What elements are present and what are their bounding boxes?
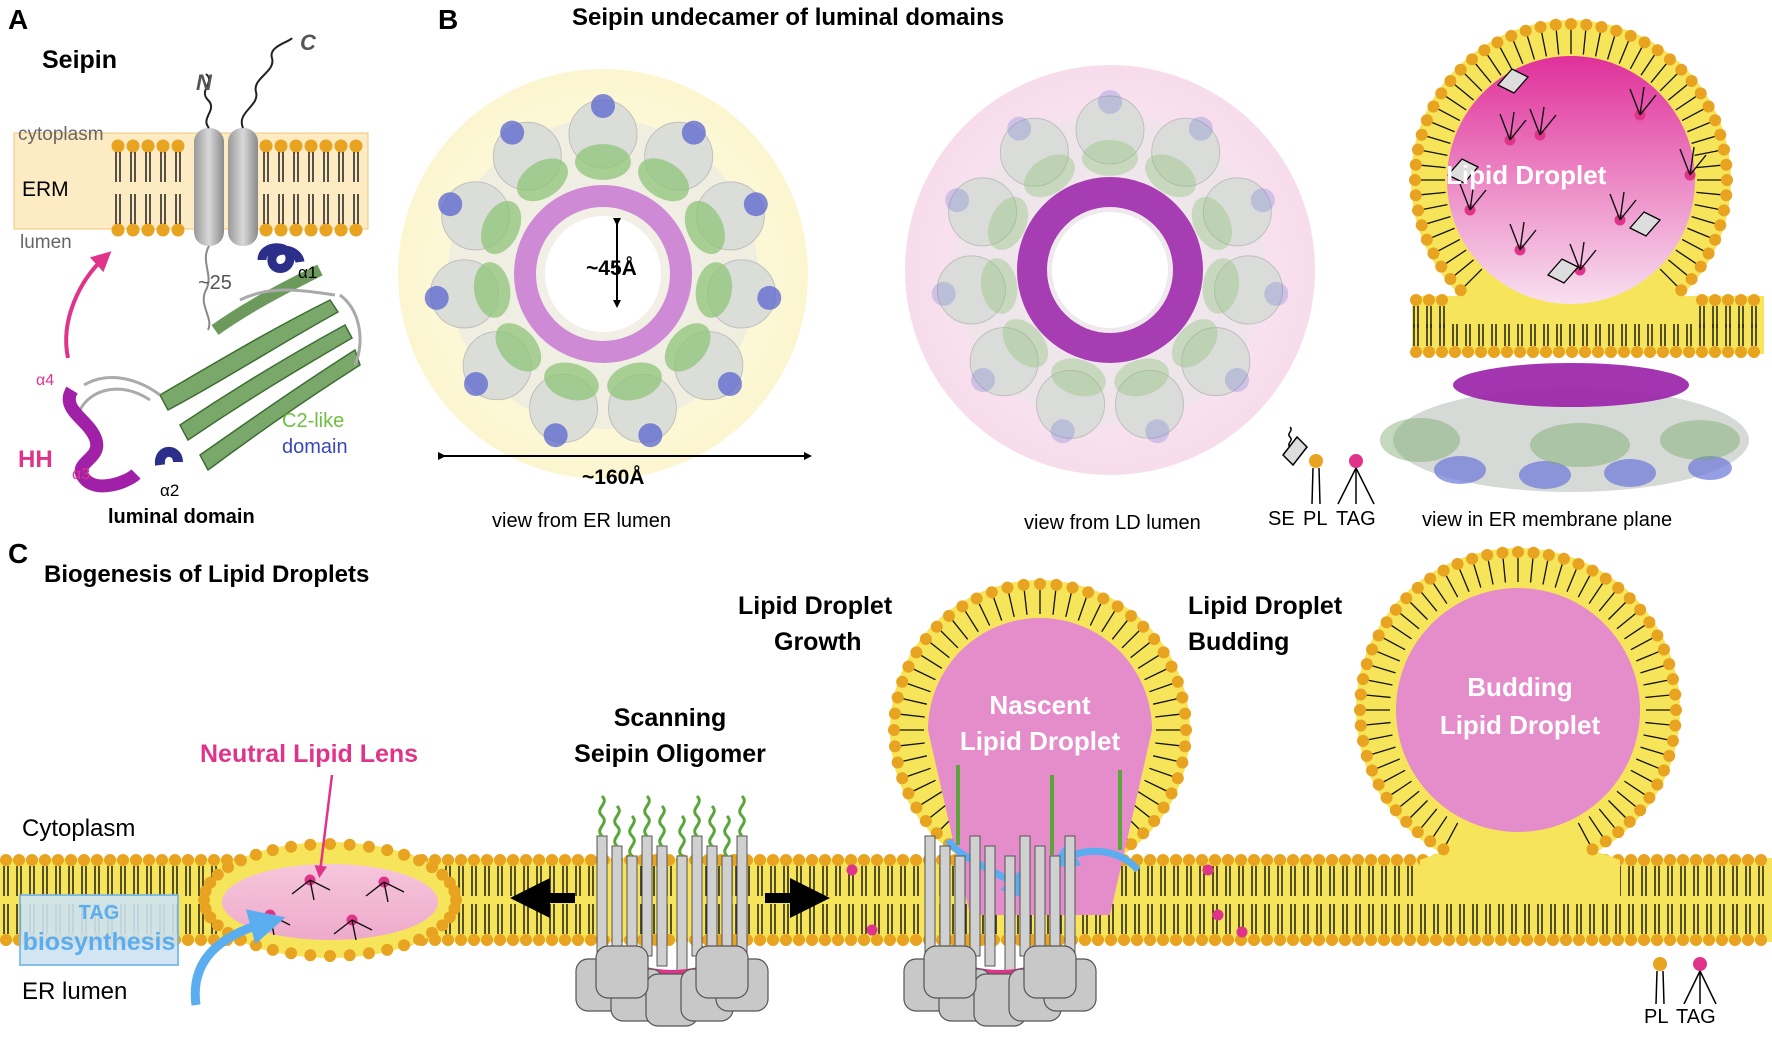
undecamer-ring-er-view <box>424 94 782 448</box>
alpha1-label: α1 <box>298 263 318 282</box>
hh-label: HH <box>18 446 53 473</box>
nascent-lipid-droplet <box>846 578 1248 938</box>
growth-seipin-oligomer <box>903 835 1097 1027</box>
panel-a-title: Seipin <box>42 46 118 74</box>
c-terminus-label: C <box>300 30 316 55</box>
hydrophobic-helix <box>62 386 141 493</box>
tm-helix-1 <box>194 128 224 246</box>
legend-tag-glyph <box>1337 454 1375 505</box>
erm-label: ERM <box>22 178 69 201</box>
n-terminal-tail <box>203 73 213 129</box>
seipin-oligomer-label: Seipin Oligomer <box>574 740 766 768</box>
n-terminus-label: N <box>196 70 212 95</box>
budding-lipid-droplet-label: Lipid Droplet <box>1439 710 1601 740</box>
panel-a-letter: A <box>8 4 29 35</box>
cytoplasm-label: cytoplasm <box>18 124 104 145</box>
panel-c-letter: C <box>8 538 29 569</box>
loop-length-label: ~25 <box>198 272 232 294</box>
legend-c-pl-label: PL <box>1644 1006 1669 1028</box>
legend-c-tag-label: TAG <box>1676 1006 1716 1028</box>
legend-c-pl-glyph <box>1653 957 1667 1005</box>
lipid-droplet-label: Lipid Droplet <box>1446 160 1607 190</box>
neutral-lipid-lens <box>198 838 462 962</box>
diameter-label: ~160Å <box>582 466 645 489</box>
panel-c-title: Biogenesis of Lipid Droplets <box>44 561 370 588</box>
view-er-lumen-label: view from ER lumen <box>492 510 671 532</box>
seipin-sideview <box>1380 363 1749 492</box>
legend-c-tag-glyph <box>1683 957 1717 1005</box>
lumen-label: lumen <box>20 232 72 253</box>
cytoplasm-c-label: Cytoplasm <box>22 815 136 842</box>
scanning-seipin-oligomer <box>575 794 769 1027</box>
tag-biosynthesis-box <box>19 894 179 966</box>
budding-title-line1: Lipid Droplet <box>1188 592 1343 620</box>
hh-insertion-arrow <box>64 251 112 359</box>
luminal-domain-label: luminal domain <box>108 506 255 528</box>
legend-pl-glyph <box>1309 454 1323 505</box>
panel-c-artwork <box>0 546 1772 1027</box>
budding-lipid-droplet <box>1354 546 1682 900</box>
alpha2-helix <box>154 446 183 466</box>
biosynthesis-label: biosynthesis <box>22 928 176 956</box>
membrane-headgroups <box>111 139 363 237</box>
undecamer-ring-ld-view <box>931 90 1289 444</box>
c2-like-domain <box>78 264 362 472</box>
legend-pl-label: PL <box>1303 508 1328 530</box>
view-ld-lumen-label: view from LD lumen <box>1024 512 1201 534</box>
growth-title-line1: Lipid Droplet <box>738 592 893 620</box>
domain-label: domain <box>282 436 348 458</box>
hh-loop <box>83 376 161 397</box>
c2-like-label: C2-like <box>282 410 345 432</box>
legend-se-glyph <box>1282 426 1308 467</box>
growth-title-line2: Growth <box>774 628 862 656</box>
tag-label: TAG <box>78 902 120 924</box>
lipid-droplet-budding-sideview <box>1409 18 1764 358</box>
panel-b-title: Seipin undecamer of luminal domains <box>572 4 1005 31</box>
pink-pointer <box>314 774 334 879</box>
panel-b-letter: B <box>438 4 459 35</box>
c-terminal-tail <box>240 37 293 129</box>
panel-b-artwork <box>398 18 1764 505</box>
alpha2-label: α2 <box>160 481 180 500</box>
neutral-lipid-lens-label: Neutral Lipid Lens <box>200 740 419 768</box>
alpha3-label: α3 <box>72 466 91 483</box>
nascent-label: Nascent <box>989 690 1091 720</box>
legend-se-label: SE <box>1268 508 1295 530</box>
budding-label: Budding <box>1467 672 1573 702</box>
scanning-label: Scanning <box>613 704 727 732</box>
alpha1-helix <box>257 243 305 273</box>
tag-flux-arrow <box>190 909 286 1006</box>
alpha4-label: α4 <box>36 372 55 389</box>
pore-size-label: ~45Å <box>586 257 637 280</box>
tm-helix-2 <box>228 128 258 246</box>
nascent-lipid-droplet-label: Lipid Droplet <box>959 726 1121 756</box>
legend-tag-label: TAG <box>1336 508 1376 530</box>
view-membrane-plane-label: view in ER membrane plane <box>1422 509 1673 531</box>
er-lumen-c-label: ER lumen <box>22 978 128 1005</box>
luminal-loop <box>202 245 211 331</box>
budding-title-line2: Budding <box>1188 628 1290 656</box>
panel-a-artwork <box>13 37 369 493</box>
